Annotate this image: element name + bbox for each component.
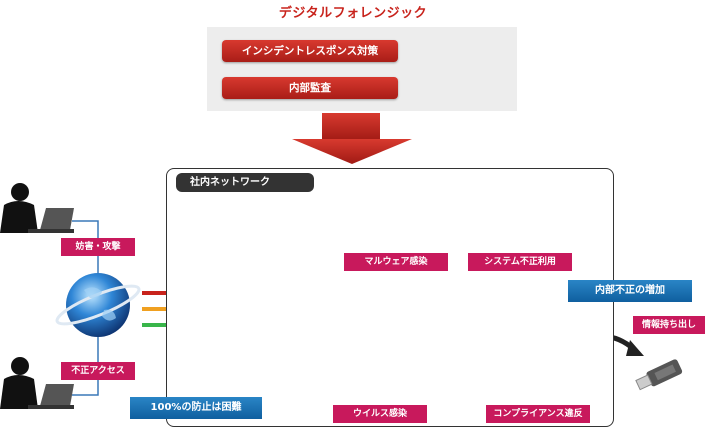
left-connection-lines (72, 220, 99, 396)
internal-network-box (166, 168, 614, 427)
down-arrow-icon (292, 113, 412, 164)
internal-audit-label: 内部監査 (222, 77, 398, 99)
system-misuse-label: システム不正利用 (468, 253, 572, 271)
globe-icon (55, 273, 141, 337)
compliance-label: コンプライアンス違反 (486, 405, 590, 423)
attack-label: 妨害・攻撃 (61, 238, 135, 256)
network-label: 社内ネットワーク (176, 173, 314, 192)
virus-label: ウイルス感染 (333, 405, 427, 423)
prevention-callout: 100%の防止は困難 (130, 397, 262, 419)
page-title: デジタルフォレンジック (278, 6, 428, 21)
insider-callout: 内部不正の増加 (568, 280, 692, 302)
user-at-laptop-icon (0, 183, 74, 233)
malware-label: マルウェア感染 (344, 253, 448, 271)
usb-drive-icon (635, 359, 683, 391)
data-theft-label: 情報持ち出し (633, 316, 705, 334)
incident-response-label: インシデントレスポンス対策 (222, 40, 398, 62)
unauthorized-access-label: 不正アクセス (61, 362, 135, 380)
user-at-laptop-icon (0, 357, 74, 409)
